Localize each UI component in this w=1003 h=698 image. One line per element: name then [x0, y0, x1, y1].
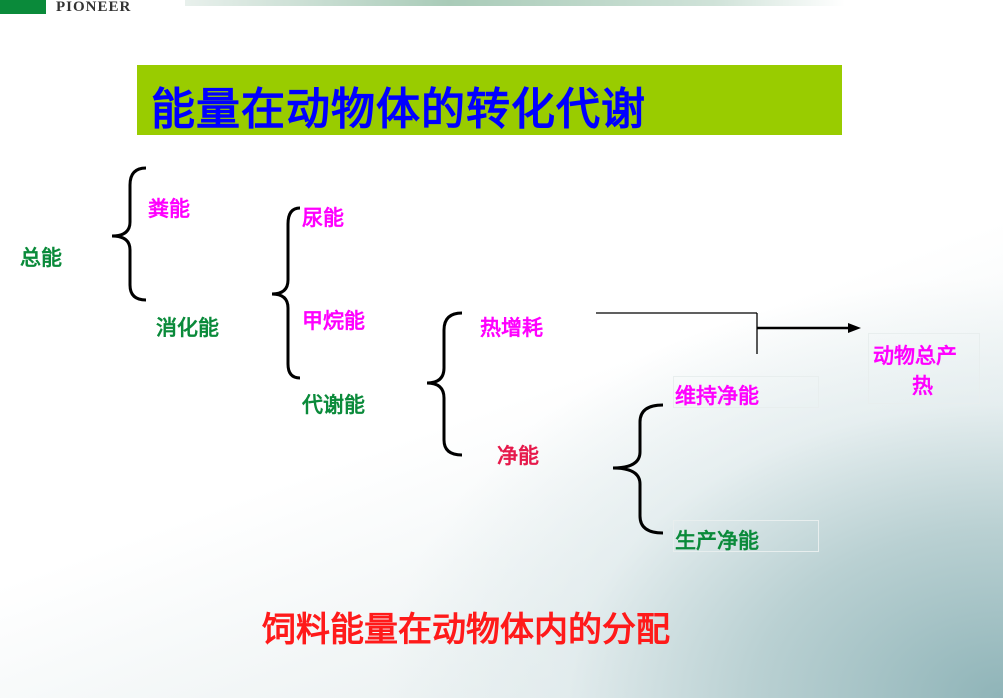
node-urine-energy: 尿能 — [302, 206, 344, 230]
slide-title: 能量在动物体的转化代谢 — [151, 84, 646, 135]
brace-digestible-energy — [271, 206, 301, 380]
brace-net-energy — [612, 403, 664, 535]
logo-text: PIONEER — [56, 0, 132, 15]
node-net-energy: 净能 — [497, 444, 539, 468]
node-production-net-energy: 生产净能 — [675, 529, 759, 553]
header-decoration — [185, 0, 845, 6]
title-banner: 能量在动物体的转化代谢 — [137, 65, 842, 135]
node-digestible-energy: 消化能 — [156, 316, 219, 340]
brace-metabolizable-energy — [426, 311, 463, 457]
node-methane-energy: 甲烷能 — [302, 309, 365, 333]
maintenance-box — [673, 376, 819, 408]
brace-gross-energy — [111, 166, 147, 302]
slide-caption: 饲料能量在动物体内的分配 — [262, 610, 670, 650]
arrow-head-icon — [848, 323, 861, 333]
node-gross-energy: 总能 — [20, 246, 62, 270]
logo-mark — [0, 0, 46, 14]
node-metabolizable-energy: 代谢能 — [302, 393, 365, 417]
node-total-heat-line2: 热 — [912, 374, 933, 398]
node-total-heat-line1: 动物总产 — [873, 344, 957, 368]
node-fecal-energy: 粪能 — [148, 197, 190, 221]
total-heat-box — [868, 333, 980, 404]
node-maintenance-net-energy: 维持净能 — [675, 384, 759, 408]
production-box — [673, 520, 819, 552]
node-heat-increment: 热增耗 — [480, 316, 543, 340]
